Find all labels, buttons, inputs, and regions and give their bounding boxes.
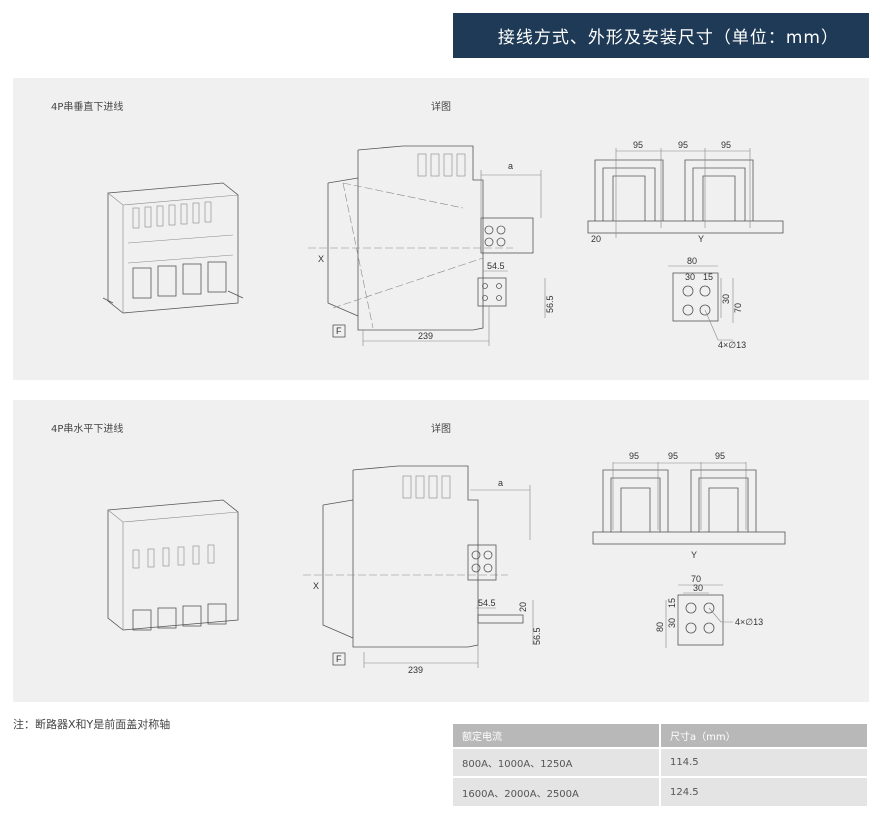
busbar-front-view: 95 95 95 20 Y — [587, 140, 784, 244]
dim-a: a — [498, 478, 503, 488]
detail-label: 详图 — [431, 424, 451, 435]
breaker-isometric — [102, 182, 244, 314]
axis-y: Y — [691, 550, 697, 560]
dim-70: 70 — [691, 574, 701, 584]
dim-20: 20 — [591, 234, 601, 244]
horizontal-wiring-drawing: a 54.5 20 56.5 239 X F 95 95 95 Y 70 30 … — [107, 451, 786, 675]
dim-30-v: 30 — [721, 294, 731, 304]
dim-54-5: 54.5 — [478, 598, 496, 608]
dim-15: 15 — [667, 598, 677, 608]
dim-95: 95 — [668, 451, 678, 461]
cell-dimension: 114.5 — [660, 747, 869, 777]
dim-56-5: 56.5 — [532, 627, 542, 645]
dim-15: 15 — [703, 272, 713, 282]
hole-spec: 4×∅13 — [718, 340, 746, 350]
dim-80: 80 — [655, 622, 665, 632]
dim-95: 95 — [715, 451, 725, 461]
panel-title: 4P串水平下进线 — [51, 424, 124, 435]
cell-current: 800A、1000A、1250A — [453, 747, 661, 777]
ref-f: F — [336, 654, 342, 664]
footnote: 注：断路器X和Y是前面盖对称轴 — [13, 718, 171, 731]
ref-f: F — [336, 326, 342, 336]
vertical-wiring-panel: 4P串垂直下进线 详图 a 54.5 56.5 239 X F 95 95 95… — [13, 78, 869, 380]
dim-70: 70 — [733, 303, 743, 313]
dim-239: 239 — [418, 331, 433, 341]
dimension-table: 额定电流 尺寸a（mm） 800A、1000A、1250A 114.5 1600… — [453, 724, 869, 806]
cell-dimension: 124.5 — [660, 776, 869, 806]
horizontal-wiring-panel: 4P串水平下进线 详图 a 54.5 20 56.5 239 X F 95 95… — [13, 400, 869, 702]
detail-label: 详图 — [431, 102, 451, 113]
dim-54-5: 54.5 — [487, 261, 505, 271]
breaker-isometric — [107, 499, 239, 631]
hole-spec: 4×∅13 — [735, 617, 763, 627]
vertical-wiring-drawing: a 54.5 56.5 239 X F 95 95 95 20 Y 80 30 … — [102, 140, 784, 350]
table-header: 额定电流 尺寸a（mm） — [453, 724, 869, 748]
dim-30-v: 30 — [667, 618, 677, 628]
col-rated-current: 额定电流 — [453, 724, 661, 748]
dim-95: 95 — [633, 140, 643, 150]
side-view: a 54.5 56.5 239 X F — [308, 145, 555, 346]
axis-x: X — [313, 581, 319, 591]
terminal-detail: 70 30 15 30 80 4×∅13 — [655, 574, 763, 648]
dim-a: a — [508, 161, 513, 171]
dim-80: 80 — [687, 256, 697, 266]
axis-x: X — [318, 254, 324, 264]
cell-current: 1600A、2000A、2500A — [453, 776, 661, 806]
axis-y: Y — [698, 234, 704, 244]
dim-30: 30 — [693, 583, 703, 593]
dim-56-5: 56.5 — [545, 295, 555, 313]
dim-20: 20 — [518, 602, 528, 612]
side-view: a 54.5 20 56.5 239 X F — [303, 465, 542, 675]
table-row: 800A、1000A、1250A 114.5 — [453, 747, 869, 777]
dim-239: 239 — [408, 665, 423, 675]
panel-title: 4P串垂直下进线 — [51, 102, 124, 113]
dim-95: 95 — [721, 140, 731, 150]
terminal-detail: 80 30 15 30 70 4×∅13 — [668, 256, 746, 350]
col-dimension-a: 尺寸a（mm） — [660, 724, 869, 748]
busbar-front-view: 95 95 95 Y — [592, 451, 786, 560]
dim-30: 30 — [685, 272, 695, 282]
dim-95: 95 — [678, 140, 688, 150]
section-header: 接线方式、外形及安装尺寸（单位：mm） — [453, 13, 869, 58]
dim-95: 95 — [629, 451, 639, 461]
table-row: 1600A、2000A、2500A 124.5 — [453, 776, 869, 806]
